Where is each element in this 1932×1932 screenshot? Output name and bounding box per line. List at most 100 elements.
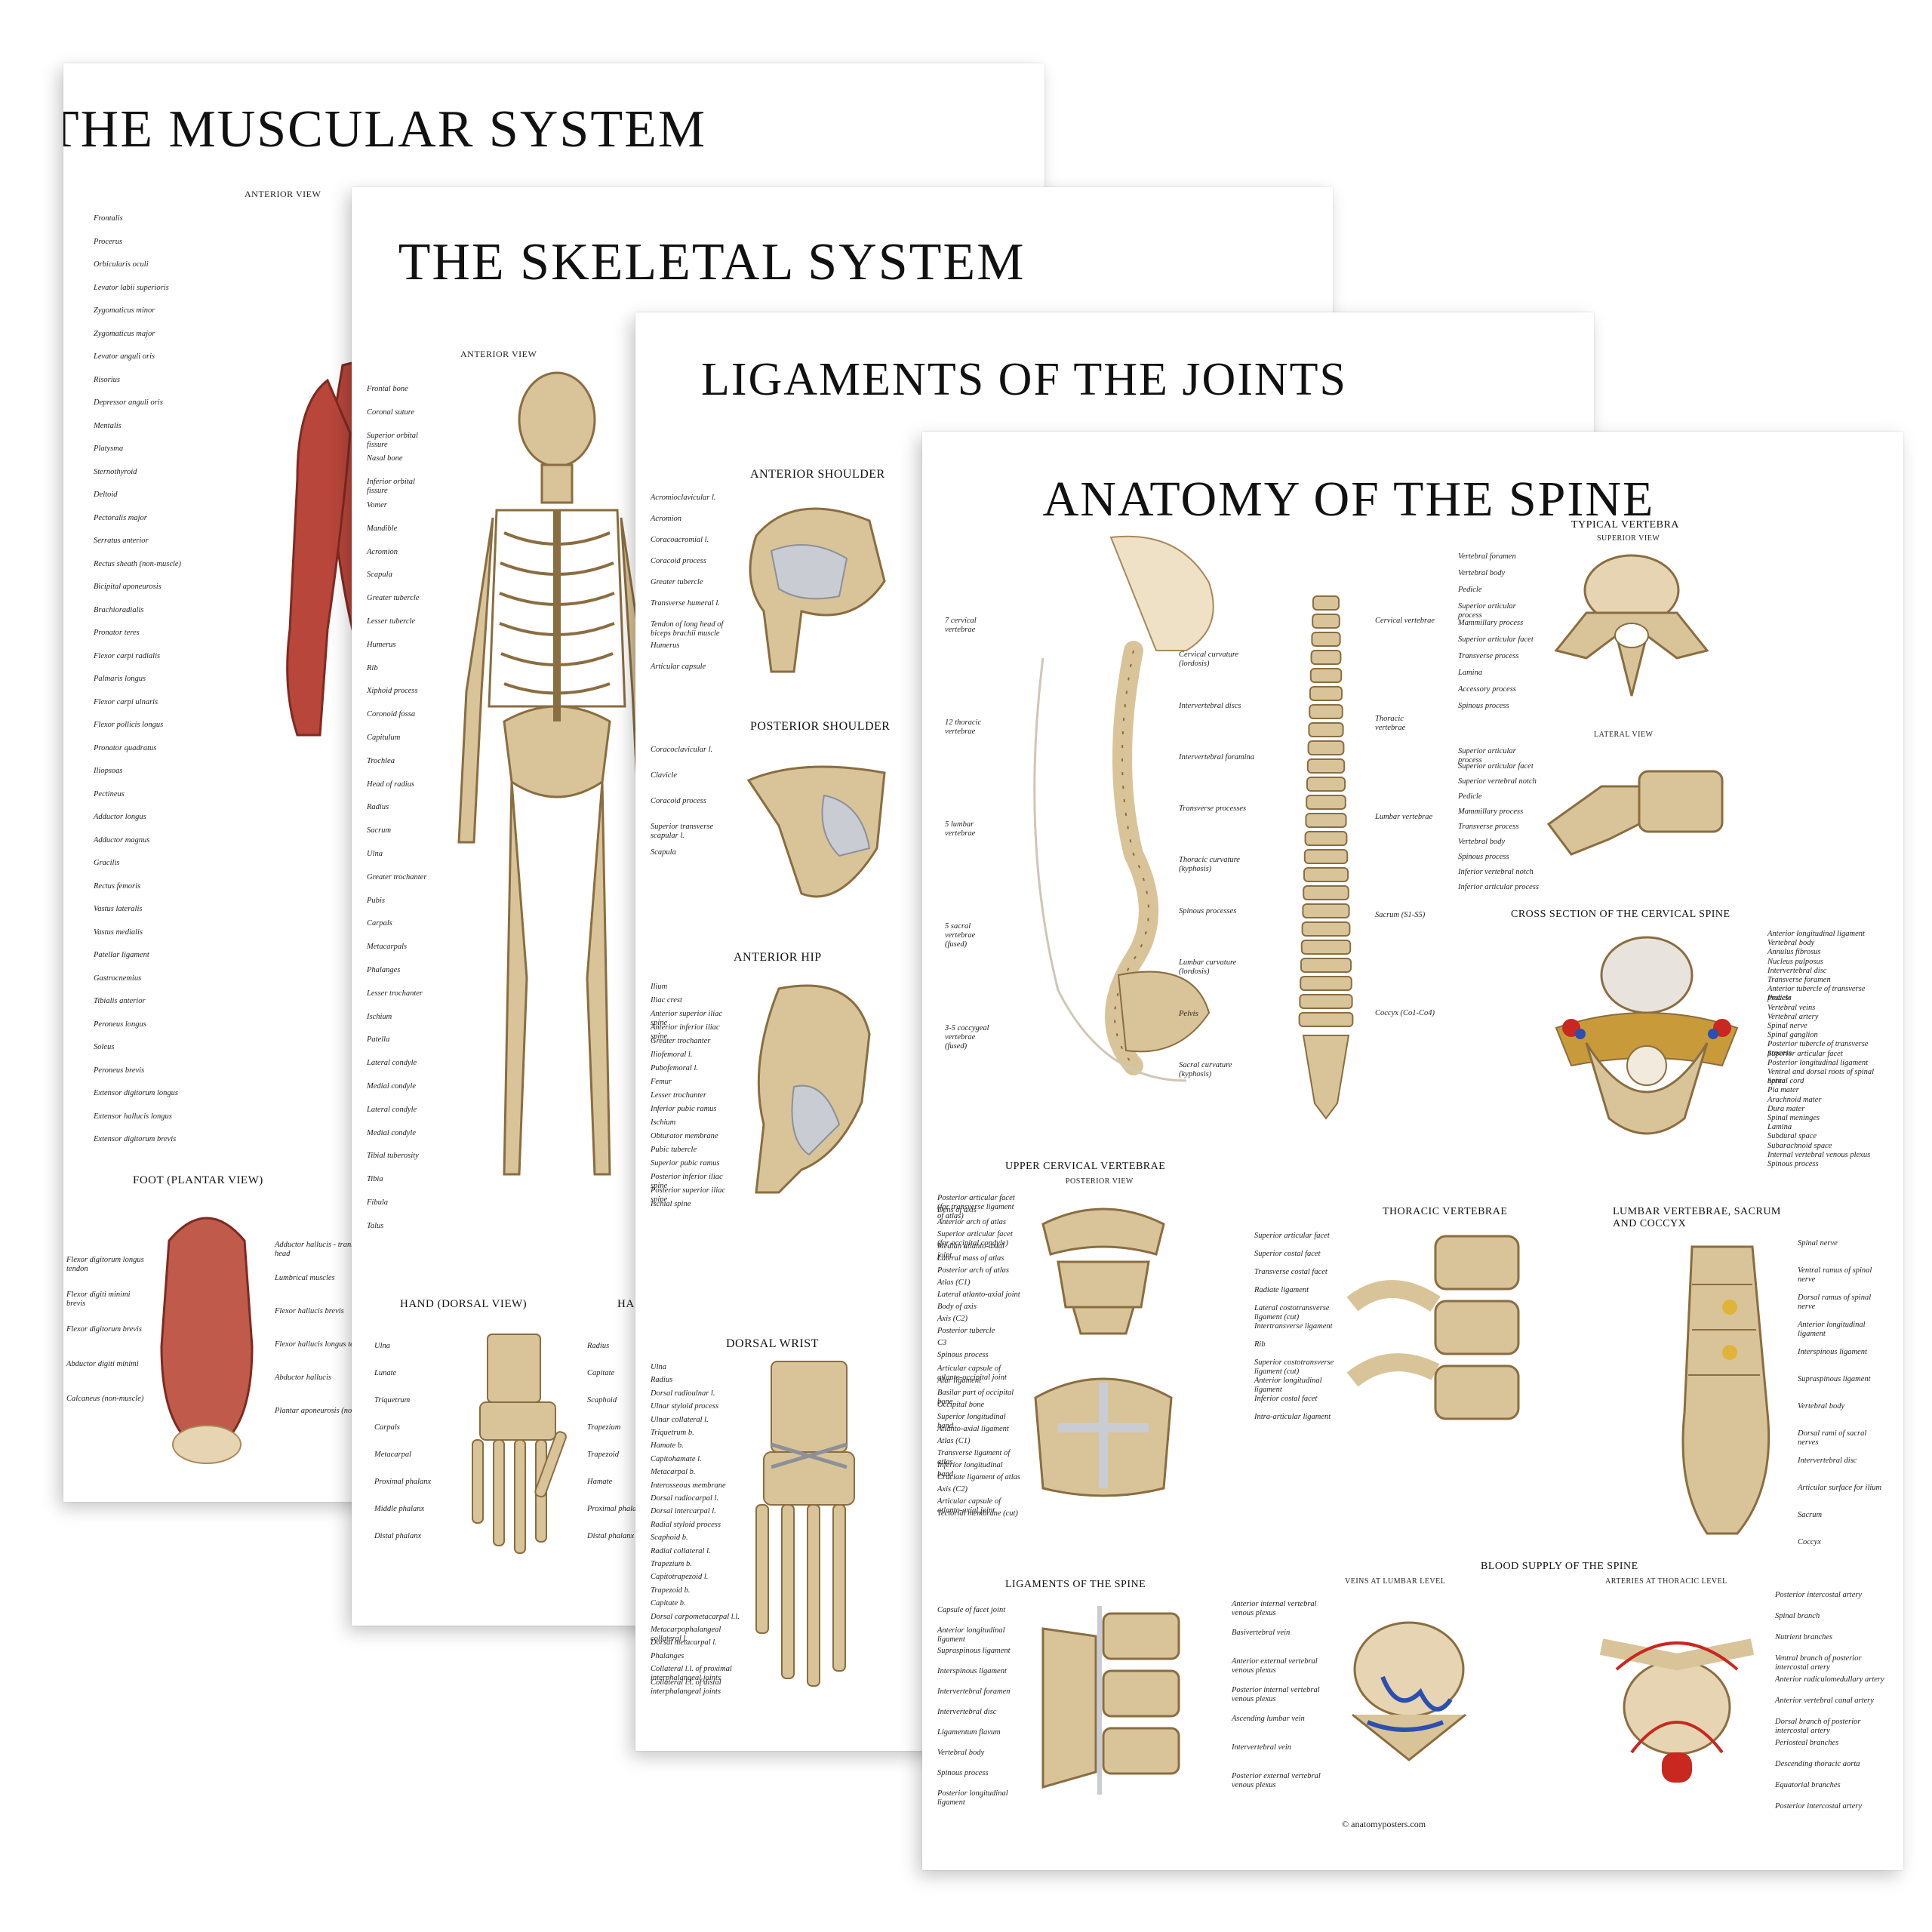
- left-arm-shape: [286, 378, 352, 737]
- hand-figure: [472, 1334, 567, 1554]
- anatomy-label: Coronoid fossa: [367, 710, 416, 719]
- anatomy-label: Distal phalanx: [374, 1532, 422, 1540]
- anatomy-label: Posterior superior iliac spine: [651, 1186, 726, 1204]
- anatomy-label: 5 sacral vertebrae (fused): [945, 922, 976, 949]
- anatomy-label: Posterior longitudinal ligament: [1767, 1058, 1868, 1067]
- anatomy-label: Carpals: [374, 1423, 400, 1432]
- anatomy-label: Obturator membrane: [651, 1132, 718, 1140]
- upper-cervical-title: UPPER CERVICAL VERTEBRAE: [1005, 1161, 1166, 1172]
- anatomy-label: Ischial spine: [651, 1200, 691, 1208]
- anatomy-label: Iliofemoral l.: [651, 1051, 693, 1059]
- vertebra-shape: [1305, 813, 1347, 828]
- anatomy-label: Posterior longitudinal ligament: [937, 1789, 1008, 1807]
- anatomy-label: Clavicle: [651, 771, 677, 780]
- anatomy-label: Metacarpophalangeal collateral l.: [651, 1626, 721, 1644]
- foot-title: FOOT (PLANTAR VIEW): [133, 1174, 263, 1186]
- anatomy-label: Radial styloid process: [651, 1520, 721, 1529]
- anatomy-label: Frontal bone: [367, 385, 408, 393]
- anatomy-label: Supraspinous ligament: [1798, 1375, 1871, 1383]
- anterior-shoulder-title: ANTERIOR SHOULDER: [750, 468, 885, 481]
- anatomy-label: Ulnar styloid process: [651, 1402, 719, 1411]
- anatomy-label: Nutrient branches: [1775, 1633, 1833, 1641]
- anatomy-label: Vertebral foramen: [1458, 552, 1516, 561]
- anatomy-label: Bicipital aponeurosis: [94, 583, 162, 591]
- anatomy-label: Lamina: [1767, 1123, 1792, 1132]
- anatomy-label: Vertebral body: [937, 1749, 985, 1757]
- anatomy-label: Gastrocnemius: [94, 974, 142, 983]
- typical-vertebra-figure: [1554, 554, 1709, 697]
- anatomy-label: Flexor carpi ulnaris: [94, 697, 158, 706]
- anatomy-label: Iliac crest: [651, 996, 682, 1004]
- anatomy-label: Humerus: [367, 640, 396, 649]
- anatomy-label: Posterior intercostal artery: [1775, 1591, 1863, 1599]
- right-leg-bones: [586, 781, 611, 1176]
- anatomy-label: Abductor digiti minimi: [66, 1360, 139, 1368]
- anatomy-label: Triquetrum: [374, 1396, 411, 1404]
- anatomy-label: Periosteal branches: [1775, 1739, 1839, 1747]
- spine-lateral-figure: [1033, 535, 1214, 1082]
- anatomy-label: Iliopsoas: [94, 767, 123, 775]
- anatomy-label: Coracoid process: [651, 797, 706, 805]
- anatomy-label: Tibia: [367, 1175, 383, 1184]
- anatomy-label: Proximal phalanx: [587, 1505, 645, 1513]
- vertebra-shape: [1307, 740, 1345, 755]
- anatomy-label: Scaphoid b.: [651, 1534, 688, 1543]
- anatomy-label: Vastus medialis: [94, 928, 143, 937]
- anatomy-label: Superior articular facet: [1254, 1232, 1330, 1240]
- anatomy-label: Superior longitudinal band: [937, 1413, 1006, 1431]
- anatomy-label: Acromion: [651, 515, 682, 523]
- anatomy-label: Anterior longitudinal ligament: [937, 1626, 1005, 1644]
- anatomy-label: Nasal bone: [367, 454, 403, 463]
- anatomy-label: Intervertebral disc: [1767, 966, 1827, 975]
- anatomy-label: Ulnar collateral l.: [651, 1415, 709, 1424]
- anatomy-label: Greater tubercle: [367, 594, 420, 603]
- anatomy-label: Peroneus longus: [94, 1020, 146, 1029]
- vertebra-shape: [1311, 632, 1341, 647]
- lumbar-figure: [1681, 1245, 1770, 1535]
- anatomy-label: Spinous process: [937, 1769, 989, 1777]
- anatomy-label: Coracoid process: [651, 557, 706, 565]
- ligaments-spine-figure: [1041, 1606, 1180, 1795]
- anatomy-label: Ischium: [651, 1118, 676, 1127]
- anatomy-label: Scapula: [367, 571, 392, 580]
- vertebra-shape: [1302, 903, 1350, 918]
- anatomy-label: Trapezoid b.: [651, 1586, 691, 1595]
- anatomy-label: Dens of axis: [937, 1206, 977, 1214]
- anatomy-label: Distal phalanx: [587, 1532, 635, 1540]
- anatomy-label: Serratus anterior: [94, 537, 149, 545]
- poster-title: LIGAMENTS OF THE JOINTS: [700, 354, 1348, 405]
- anatomy-label: Lamina: [1458, 669, 1483, 677]
- vertebra-shape: [1303, 867, 1349, 882]
- anatomy-label: Articular capsule of atlanto-occipital j…: [937, 1364, 1007, 1383]
- left-arm-bones: [457, 517, 494, 844]
- anatomy-label: Coracoacromial l.: [651, 536, 709, 544]
- anatomy-label: Articular surface for ilium: [1798, 1484, 1882, 1492]
- anterior-hip-figure: [755, 984, 871, 1194]
- anatomy-label: Vastus lateralis: [94, 905, 143, 913]
- veins-figure: [1352, 1621, 1466, 1761]
- vertebra-shape: [1309, 668, 1343, 683]
- anatomy-label: Tectorial membrane (cut): [937, 1509, 1018, 1518]
- vertebra-shape: [1300, 976, 1352, 991]
- anatomy-label: Anterior internal vertebral venous plexu…: [1232, 1600, 1317, 1618]
- anatomy-label: Dorsal intercarpal l.: [651, 1507, 716, 1516]
- anatomy-label: Lateral mass of atlas: [937, 1254, 1004, 1263]
- anatomy-label: Interosseous membrane: [651, 1481, 726, 1490]
- anatomy-label: Plantar aponeurosis (non-muscle): [275, 1407, 383, 1415]
- anatomy-label: Humerus: [651, 641, 680, 650]
- anatomy-label: Basivertebral vein: [1232, 1629, 1291, 1637]
- anatomy-label: Basilar part of occipital bone: [937, 1389, 1014, 1407]
- anatomy-label: Coccyx (Co1-Co4): [1375, 1009, 1435, 1017]
- anatomy-label: Superior articular facet: [1458, 762, 1534, 771]
- anatomy-label: Pedicle: [1458, 586, 1482, 594]
- superior-view-label: SUPERIOR VIEW: [1597, 534, 1660, 543]
- anatomy-label: Capitulum: [367, 734, 401, 742]
- anatomy-label: Anterior radiculomedullary artery: [1775, 1675, 1884, 1684]
- anatomy-label: Intertransverse ligament: [1254, 1322, 1333, 1331]
- anterior-shoulder-figure: [749, 507, 886, 673]
- vertebra-shape: [1310, 650, 1342, 665]
- foot-figure: [160, 1217, 254, 1464]
- anatomy-label: Trochlea: [367, 756, 395, 765]
- anatomy-label: Tibial tuberosity: [367, 1152, 419, 1161]
- anatomy-label: Vertebral body: [1767, 939, 1815, 948]
